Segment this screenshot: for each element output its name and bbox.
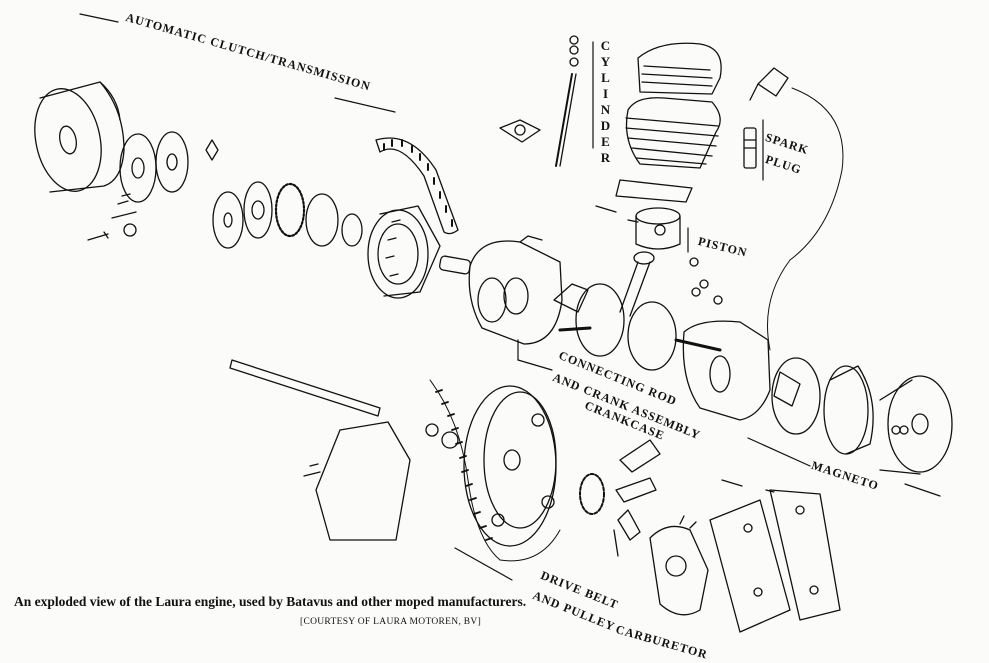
piston-parts xyxy=(689,257,723,305)
long-shaft xyxy=(229,359,381,417)
toothed-belt-upper xyxy=(375,137,459,235)
piston xyxy=(595,205,681,250)
figure-caption: An exploded view of the Laura engine, us… xyxy=(14,594,527,609)
front-sprocket xyxy=(579,439,661,541)
crank-assembly xyxy=(553,251,722,371)
drive-pulley xyxy=(425,379,561,562)
leader-lines xyxy=(79,13,941,581)
cylinder-studs xyxy=(555,35,579,167)
figure-credit: [COURTESY OF LAURA MOTOREN, BV] xyxy=(300,617,482,627)
magneto xyxy=(771,357,953,475)
shaft-left xyxy=(438,255,472,275)
clutch-plates xyxy=(119,131,363,249)
clutch-drum xyxy=(367,205,441,299)
belt-guard xyxy=(303,421,411,541)
label-cylinder: CYLINDER xyxy=(598,38,613,166)
cylinder-gasket xyxy=(499,119,541,143)
crankcase-left xyxy=(468,235,563,345)
cylinder xyxy=(615,42,722,203)
crankcase-right xyxy=(682,320,771,421)
mounting-brackets xyxy=(709,479,841,633)
carburetor xyxy=(613,515,709,616)
left-fasteners xyxy=(87,193,137,241)
spark-plug xyxy=(743,67,844,351)
label-cylinder-text: CYLINDER xyxy=(598,38,613,166)
clutch-cover xyxy=(34,81,125,193)
